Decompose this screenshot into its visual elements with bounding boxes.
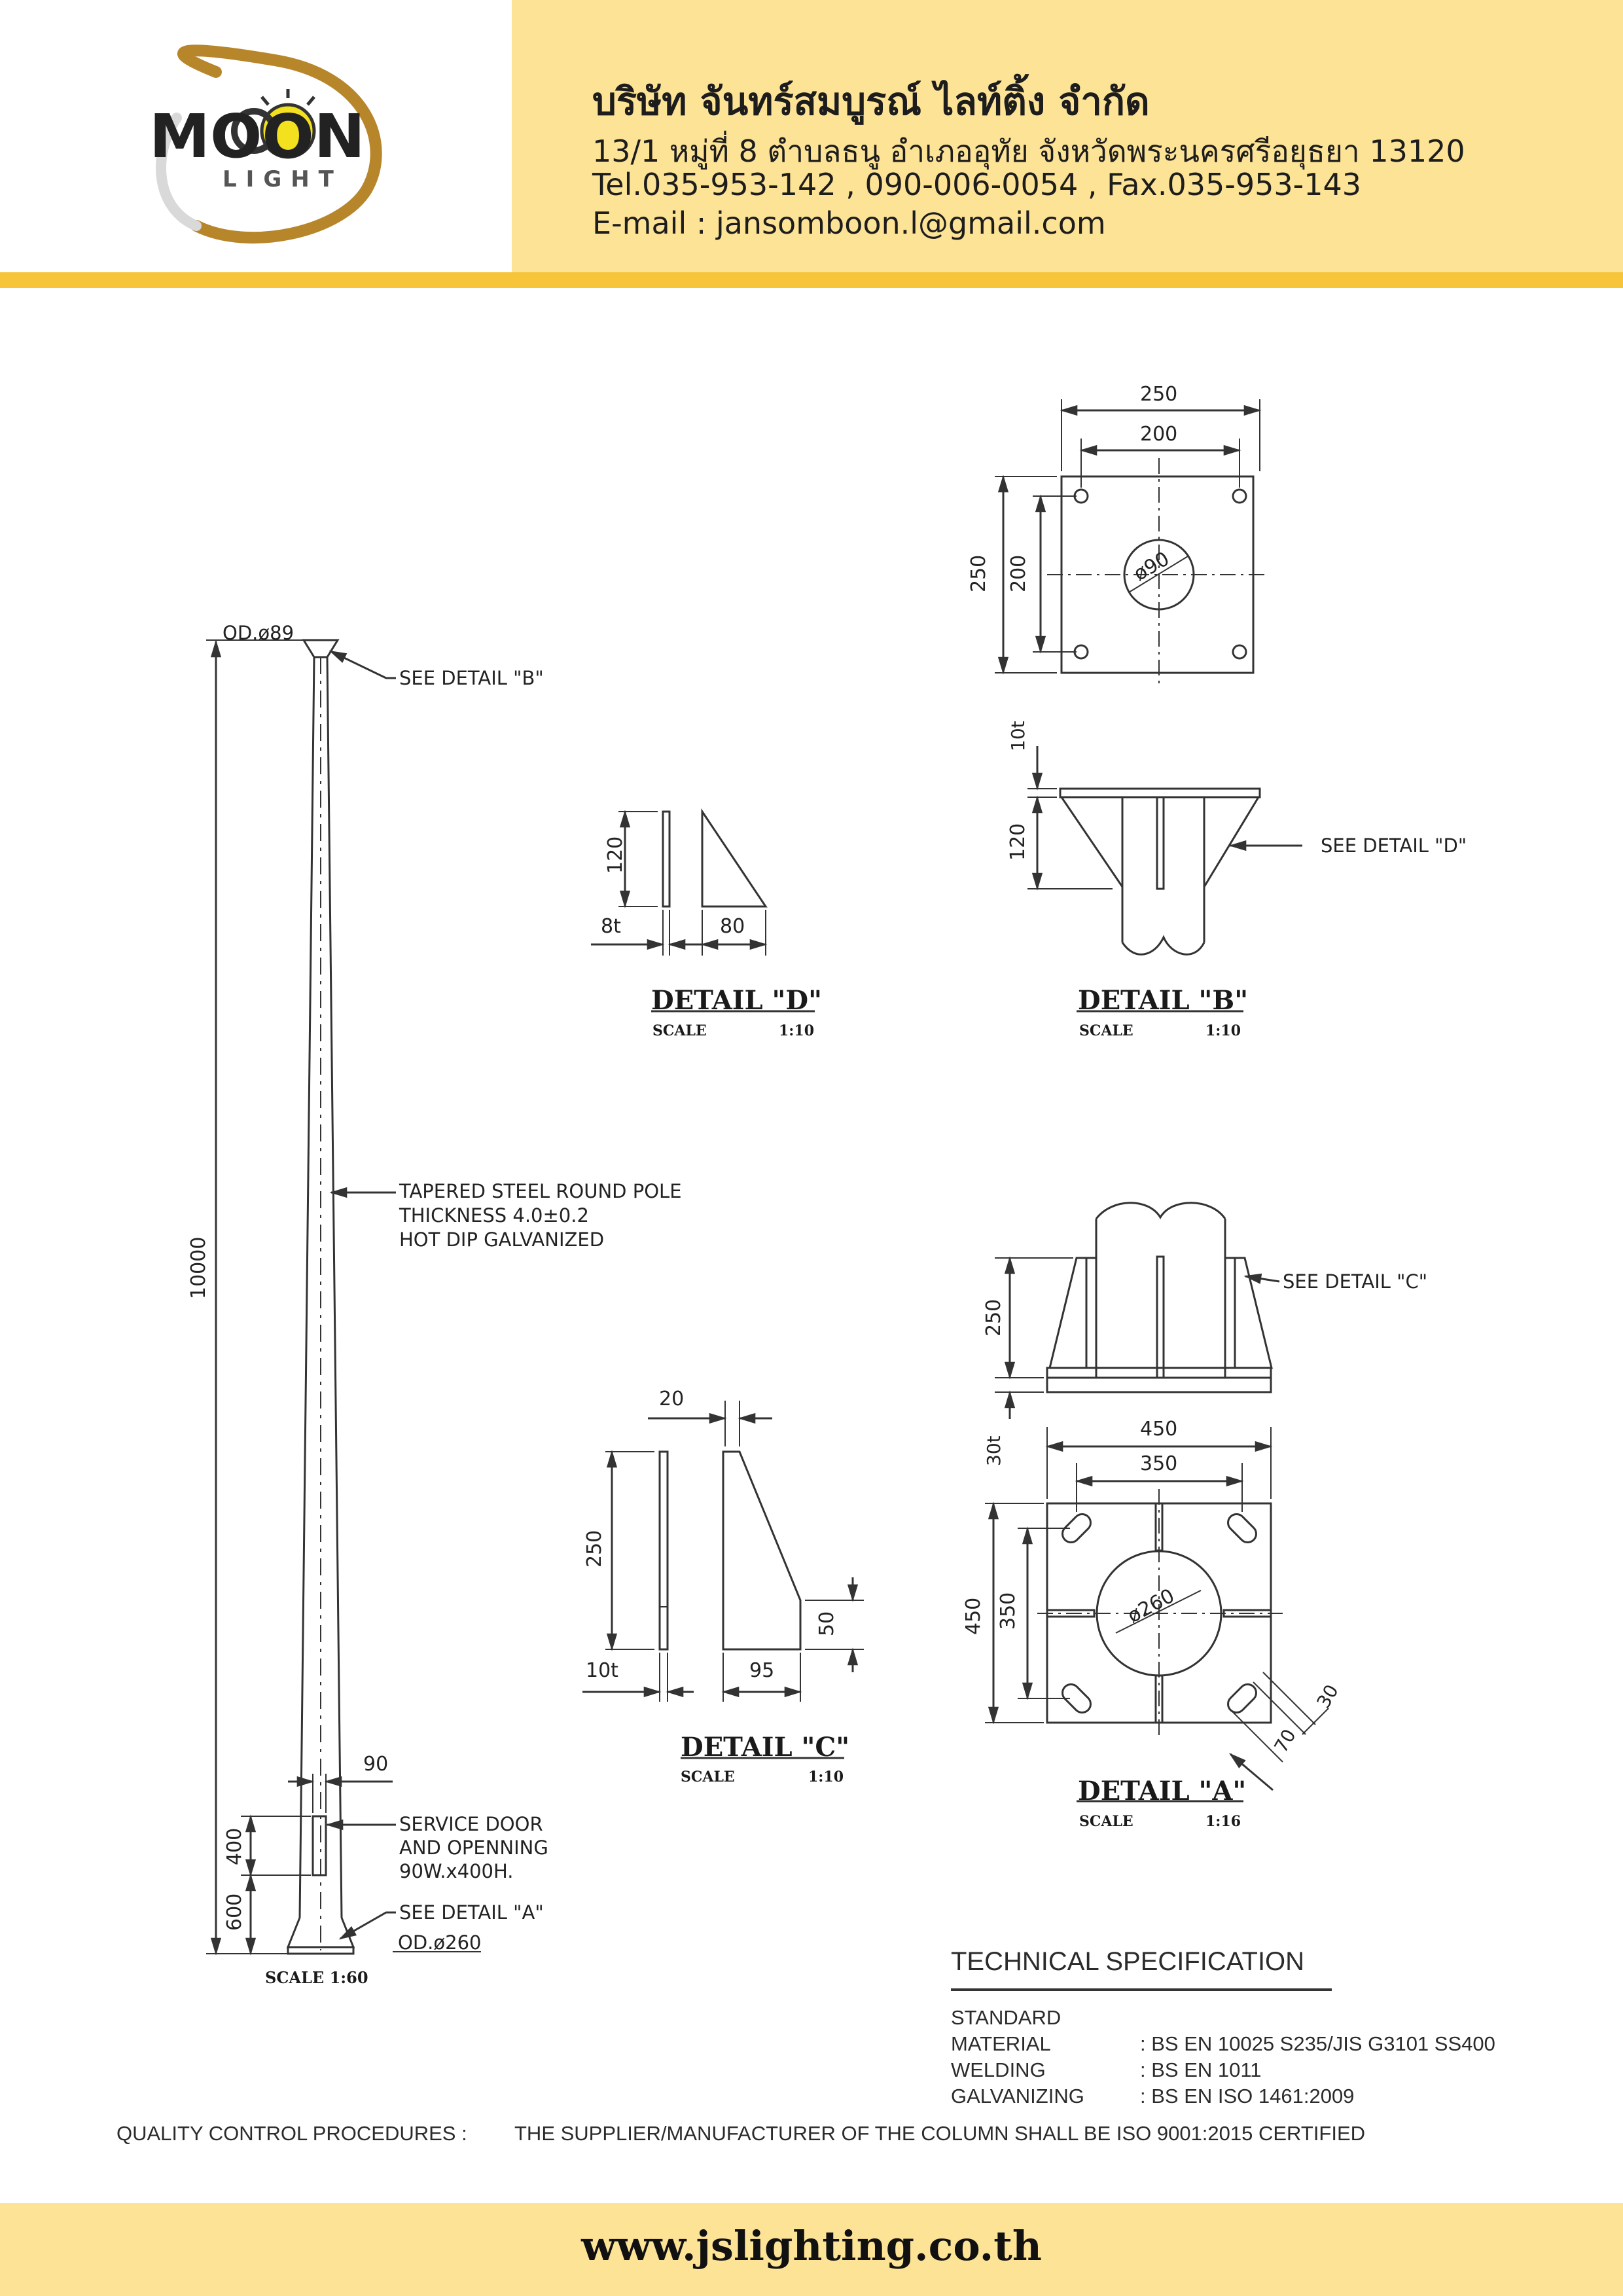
detail-d-scale-label: SCALE xyxy=(652,1022,707,1039)
detail-a-outer-height: 450 xyxy=(962,1598,985,1635)
detail-b-plate-thickness: 10t xyxy=(1007,721,1029,751)
detail-a-scale-label: SCALE xyxy=(1079,1813,1133,1830)
spec-standard: STANDARD xyxy=(951,2006,1061,2029)
pole-elevation xyxy=(206,639,481,1956)
detail-b-scale-label: SCALE xyxy=(1079,1022,1133,1039)
company-name: บริษัท จันทร์สมบูรณ์ ไลท์ติ้ง จำกัด xyxy=(592,79,1150,124)
detail-a-scale-value: 1:16 xyxy=(1205,1813,1241,1830)
pole-bottom-diameter: OD.ø260 xyxy=(398,1931,481,1954)
pole-desc-line-1: TAPERED STEEL ROUND POLE xyxy=(399,1180,682,1202)
logo-panel: MOON LIGHT xyxy=(0,0,512,272)
page-footer xyxy=(0,2203,1623,2296)
pole-desc-line-3: HOT DIP GALVANIZED xyxy=(399,1229,604,1251)
detail-c-thickness: 10t xyxy=(586,1659,618,1682)
header-stripe xyxy=(0,272,1623,288)
spec-row-material-value: : BS EN 10025 S235/JIS G3101 SS400 xyxy=(1140,2032,1495,2055)
pole-door-label-1: SERVICE DOOR xyxy=(399,1813,543,1835)
website-link[interactable]: www.jslighting.co.th xyxy=(581,2222,1042,2270)
spec-row-welding-label: WELDING xyxy=(951,2058,1046,2081)
spec-row-material-label: MATERIAL xyxy=(951,2032,1051,2055)
detail-a-title: DETAIL "A" xyxy=(1078,1776,1246,1806)
detail-c-chamfer: 50 xyxy=(815,1611,838,1636)
detail-d-height: 120 xyxy=(604,836,627,874)
detail-a-plate-thickness: 30t xyxy=(983,1435,1005,1466)
pole-door-label-2: AND OPENNING xyxy=(399,1837,548,1859)
detail-c-drawing xyxy=(582,1401,864,1759)
qc-text: THE SUPPLIER/MANUFACTURER OF THE COLUMN … xyxy=(514,2122,1365,2145)
spec-row-galvanizing-label: GALVANIZING xyxy=(951,2085,1084,2108)
detail-b-title: DETAIL "B" xyxy=(1078,985,1248,1016)
detail-b-drawing xyxy=(995,399,1302,1013)
detail-b-inner-height: 200 xyxy=(1007,555,1030,592)
detail-c-scale-label: SCALE xyxy=(681,1768,735,1785)
pole-height-dim: 10000 xyxy=(187,1237,210,1299)
pole-base-height: 600 xyxy=(223,1893,246,1931)
detail-d-scale-value: 1:10 xyxy=(779,1022,814,1039)
logo-text-m: MOON xyxy=(149,101,365,171)
detail-a-slot-width: 30 xyxy=(1312,1681,1342,1712)
detail-b-rib-height: 120 xyxy=(1007,823,1029,861)
pole-door-height: 400 xyxy=(223,1828,246,1865)
detail-d-thickness: 8t xyxy=(601,915,621,938)
pole-desc-line-2: THICKNESS 4.0±0.2 xyxy=(399,1204,589,1227)
detail-a-hole: ø260 xyxy=(1124,1585,1178,1628)
detail-d-title: DETAIL "D" xyxy=(651,985,822,1016)
detail-c-title: DETAIL "C" xyxy=(681,1732,849,1763)
pole-scale: SCALE 1:60 xyxy=(265,1968,368,1987)
detail-a-inner-width: 350 xyxy=(1140,1452,1177,1475)
company-address: 13/1 หมู่ที่ 8 ตำบลธนู อำเภออุทัย จังหวั… xyxy=(592,134,1465,169)
page-header: MOON LIGHT บริษัท จันทร์สมบูรณ์ ไลท์ติ้ง… xyxy=(0,0,1623,288)
detail-c-height: 250 xyxy=(583,1530,606,1568)
detail-b-outer-height: 250 xyxy=(967,555,990,592)
logo-text-light: LIGHT xyxy=(223,166,343,192)
detail-b-scale-value: 1:10 xyxy=(1205,1022,1241,1039)
company-logo: MOON LIGHT xyxy=(149,45,382,243)
detail-a-slot-length: 70 xyxy=(1270,1725,1300,1756)
company-email: E-mail : jansomboon.l@gmail.com xyxy=(592,206,1106,241)
spec-row-welding-value: : BS EN 1011 xyxy=(1140,2058,1262,2081)
detail-b-outer-width: 250 xyxy=(1140,383,1177,406)
detail-c-gap: 20 xyxy=(659,1388,684,1410)
detail-a-drawing xyxy=(985,1202,1329,1803)
detail-a-see-detail-c: SEE DETAIL "C" xyxy=(1283,1270,1427,1293)
pole-door-offset: 90 xyxy=(363,1753,388,1776)
pole-see-detail-a: SEE DETAIL "A" xyxy=(399,1901,544,1924)
spec-title: TECHNICAL SPECIFICATION xyxy=(951,1947,1304,1976)
pole-door-label-3: 90W.x400H. xyxy=(399,1860,514,1882)
detail-c-width: 95 xyxy=(749,1659,774,1682)
detail-d-width: 80 xyxy=(720,915,745,938)
detail-c-scale-value: 1:10 xyxy=(808,1768,844,1785)
detail-d-drawing xyxy=(591,808,815,1013)
detail-a-rib-height: 250 xyxy=(982,1299,1005,1336)
company-info-panel xyxy=(512,0,1623,272)
detail-b-hole: ø90 xyxy=(1130,547,1173,586)
detail-b-inner-width: 200 xyxy=(1140,423,1177,446)
company-phone: Tel.035-953-142 , 090-006-0054 , Fax.035… xyxy=(592,167,1362,202)
pole-top-diameter: OD.ø89 xyxy=(223,622,294,644)
detail-a-outer-width: 450 xyxy=(1140,1418,1177,1441)
pole-see-detail-b: SEE DETAIL "B" xyxy=(399,667,544,689)
qc-label: QUALITY CONTROL PROCEDURES : xyxy=(116,2122,467,2145)
detail-b-see-detail-d: SEE DETAIL "D" xyxy=(1321,834,1467,857)
detail-a-inner-height: 350 xyxy=(997,1592,1020,1630)
spec-row-galvanizing-value: : BS EN ISO 1461:2009 xyxy=(1140,2085,1354,2108)
